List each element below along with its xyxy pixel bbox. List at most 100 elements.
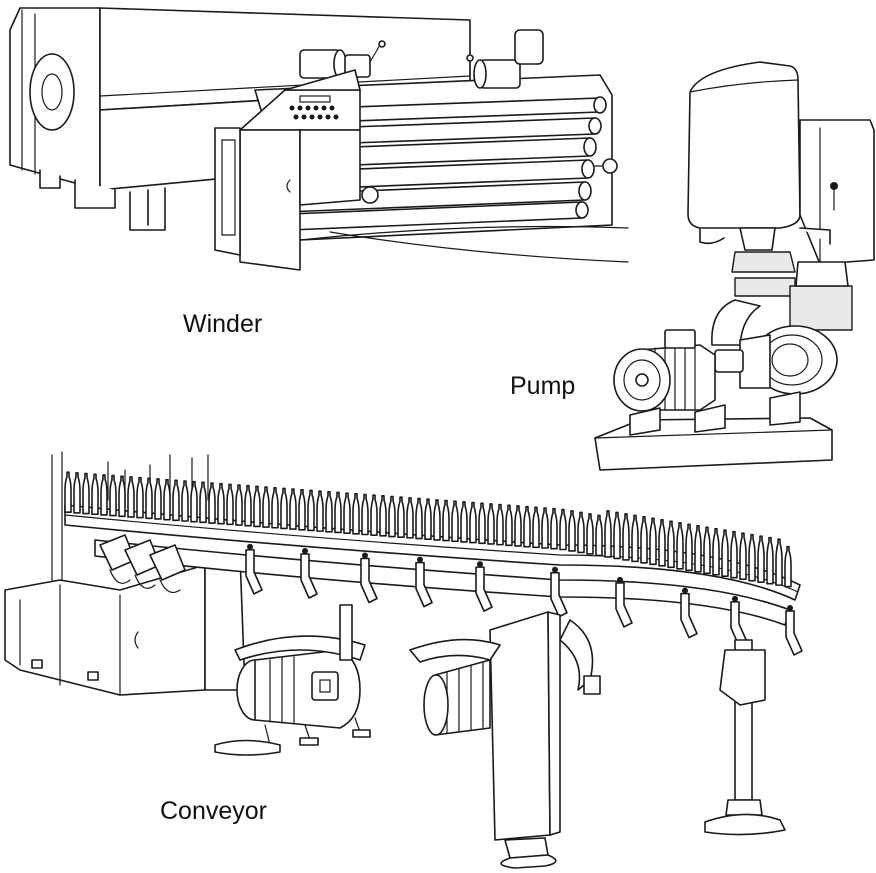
bottle <box>91 473 99 516</box>
bottle <box>145 477 153 520</box>
bottle <box>307 489 315 532</box>
bottle <box>154 478 162 520</box>
bottle <box>784 545 792 588</box>
rail-clamp <box>415 561 433 608</box>
bottle <box>550 507 558 550</box>
bottle <box>244 484 252 527</box>
bottle <box>199 481 207 524</box>
bottle <box>721 529 729 578</box>
bottle <box>532 506 540 549</box>
bottle <box>451 500 459 543</box>
rail-clamp <box>680 592 698 639</box>
bottle <box>685 523 693 572</box>
bottle <box>82 472 90 515</box>
clamp-knob <box>302 548 308 554</box>
pump-side-box <box>799 119 875 265</box>
bottle <box>604 510 612 558</box>
clamp-knob <box>732 595 738 602</box>
conveyor-label: Conveyor <box>160 797 267 825</box>
bottle <box>334 491 342 534</box>
bottle <box>262 486 270 528</box>
rail-clamp <box>360 557 378 604</box>
bottle <box>163 478 171 521</box>
conveyor-drive-motor-right <box>409 638 501 736</box>
pump-tank <box>687 61 801 229</box>
clamp-knob <box>682 587 688 594</box>
winder-end-disc <box>29 53 75 131</box>
bottle <box>352 493 360 535</box>
bottle <box>559 508 567 551</box>
bottle <box>694 524 702 573</box>
bottle <box>289 488 297 530</box>
bottle <box>505 504 513 547</box>
rail-clamp <box>245 549 263 595</box>
bottle <box>649 517 657 566</box>
bottle <box>757 535 765 583</box>
rail-clamp <box>300 553 318 599</box>
rail-clamp <box>785 610 803 656</box>
bottle <box>766 536 774 585</box>
bottle <box>217 482 225 525</box>
bottle <box>172 479 180 522</box>
clamp-knob <box>617 576 623 583</box>
clamp-knob <box>247 543 253 550</box>
winder-control-cabinet <box>239 129 301 271</box>
bottle <box>469 501 477 544</box>
conveyor-filler-base <box>4 564 206 696</box>
winder-control-buttons <box>289 95 339 120</box>
bottle <box>541 507 549 549</box>
bottle <box>370 494 378 536</box>
bottle <box>271 486 279 529</box>
bottle <box>343 492 351 534</box>
bottle <box>748 533 756 582</box>
bottle <box>235 484 243 526</box>
bottle <box>730 530 738 579</box>
bottle <box>478 502 486 545</box>
conveyor-drive-motor-left <box>214 635 371 756</box>
pump-illustration <box>594 61 875 471</box>
bottle <box>775 538 783 586</box>
bottle <box>325 491 333 533</box>
winder-illustration <box>9 7 629 271</box>
bottle <box>595 514 603 557</box>
clamp-knob <box>417 556 423 563</box>
bottle <box>379 495 387 537</box>
pump-flange-upper <box>731 251 796 273</box>
bottle <box>703 526 711 575</box>
bottle <box>388 495 396 538</box>
bottle <box>298 488 306 531</box>
winder-label: Winder <box>183 310 263 338</box>
bottle <box>622 513 630 561</box>
bottle <box>658 519 666 567</box>
bottle <box>226 483 234 526</box>
clamp-knob <box>552 566 558 573</box>
bottle <box>433 499 441 541</box>
bottle <box>253 485 261 528</box>
bottle <box>739 532 747 580</box>
rail-clamp <box>615 582 633 628</box>
bottle <box>415 497 423 540</box>
bottle <box>397 496 405 538</box>
bottle <box>676 522 684 570</box>
clamp-knob <box>362 552 368 559</box>
bottle <box>100 474 108 516</box>
rail-clamp <box>475 566 493 612</box>
rail-clamp <box>550 571 568 618</box>
bottle <box>586 513 594 555</box>
bottle <box>316 490 324 532</box>
bottle <box>64 471 72 514</box>
pump-label: Pump <box>510 372 576 400</box>
bottle <box>280 487 288 530</box>
bottle <box>208 482 216 524</box>
clamp-knob <box>477 561 483 568</box>
bottle <box>514 505 522 547</box>
bottle <box>577 511 585 554</box>
bottle <box>406 497 414 539</box>
bottle <box>460 501 468 543</box>
bottle <box>613 511 621 560</box>
bottle <box>190 480 198 523</box>
bottle <box>73 472 81 514</box>
bottle <box>496 503 504 546</box>
